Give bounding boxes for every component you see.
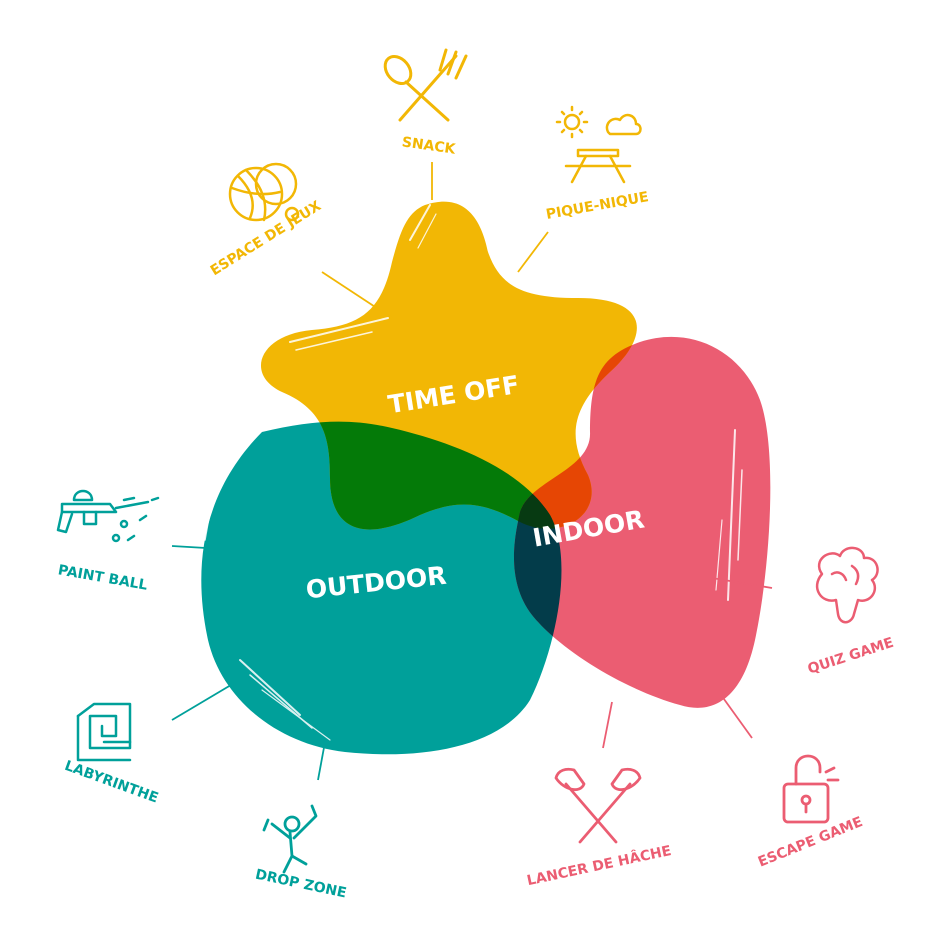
spoon-fork-icon (383, 48, 468, 122)
jumping-person-icon (262, 804, 318, 874)
snack-label: SNACK (401, 134, 458, 157)
lancer-de-hache-label: LANCER DE HÂCHE (525, 842, 672, 889)
time-off-connectors (321, 162, 549, 319)
brush-strokes (204, 204, 743, 741)
paintball-gun-icon (56, 489, 160, 543)
drop-zone-label: DROP ZONE (254, 867, 348, 902)
labyrinthe-label: LABYRINTHE (62, 758, 160, 807)
pique-nique-label: PIQUE-NIQUE (545, 189, 650, 223)
outdoor-connectors (171, 545, 326, 781)
petanque-balls-icon (228, 162, 300, 222)
padlock-icon (782, 754, 840, 824)
picnic-table-icon (555, 105, 642, 184)
indoor-connectors (602, 577, 773, 749)
quiz-game-label: QUIZ GAME (806, 635, 896, 678)
maze-icon (76, 702, 132, 762)
paint-ball-label: PAINT BALL (57, 562, 149, 593)
crossed-axes-icon (554, 767, 642, 844)
brain-icon (815, 546, 879, 624)
